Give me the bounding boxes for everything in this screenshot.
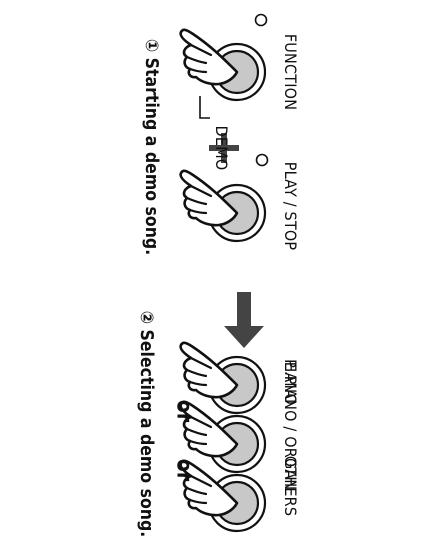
or-word: or [172,458,197,482]
demo-leader-line [199,96,210,119]
demo-label: DEMO [212,125,231,171]
or-word: or [172,399,197,423]
playstop-label: PLAY / STOP [281,161,300,251]
function-label: FUNCTION [281,33,300,111]
down-arrow-icon [224,292,264,348]
step2-heading: ② Selecting a demo song. [135,310,156,538]
others-label: OTHERS [281,455,300,517]
plus-icon [209,133,239,163]
led-indicator-icon [255,153,269,167]
step1-heading: ① Starting a demo song. [140,38,161,256]
led-indicator-icon [254,13,268,27]
